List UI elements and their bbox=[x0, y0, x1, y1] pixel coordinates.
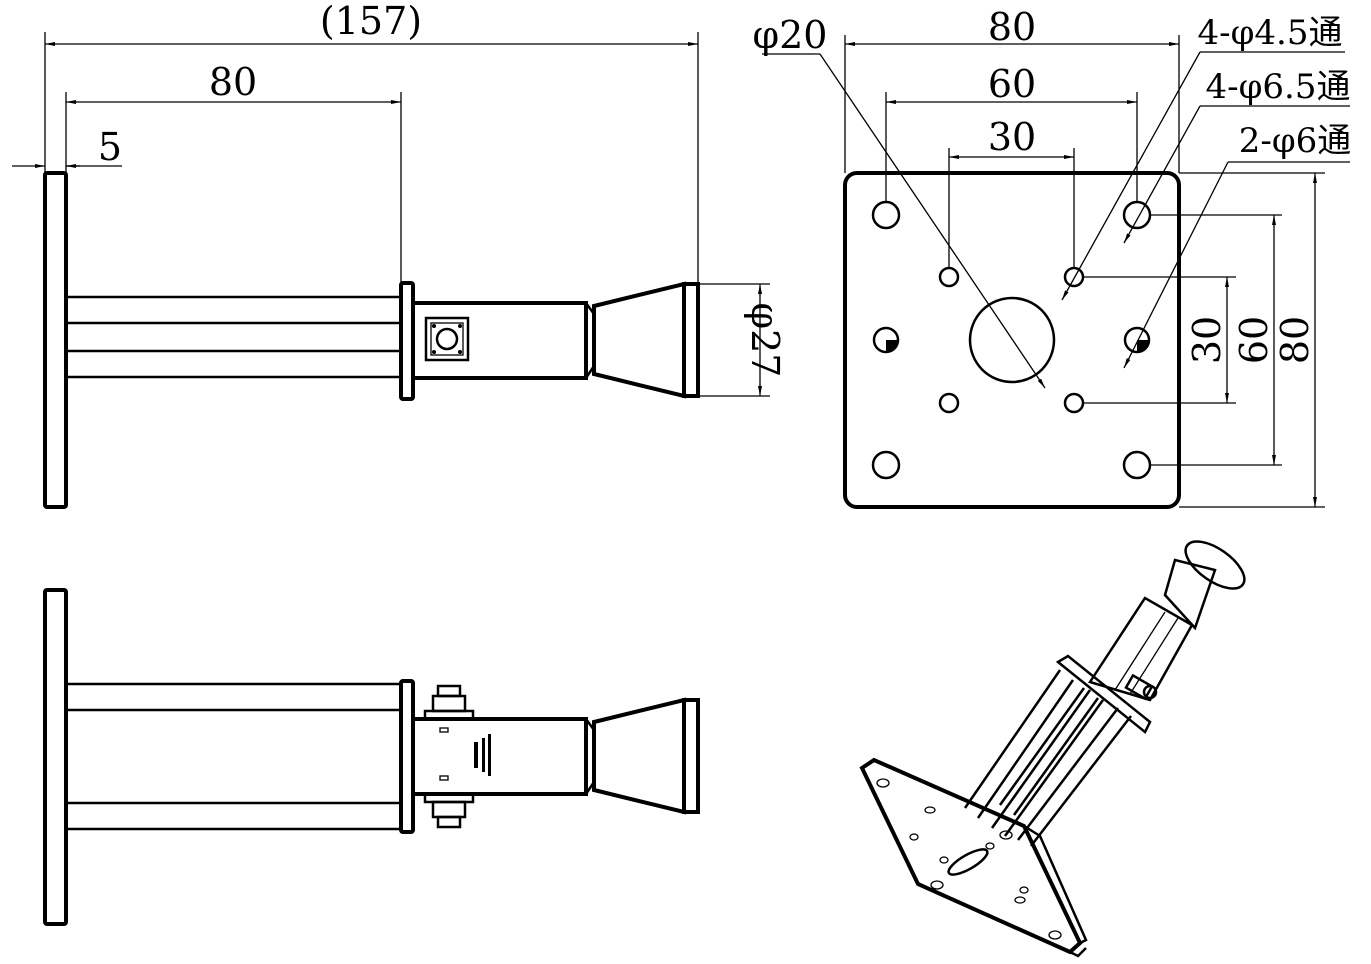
flange-plate bbox=[843, 171, 1181, 509]
label-holes-6-5: 4-φ6.5通 bbox=[1206, 67, 1351, 107]
label-holes-4-5: 4-φ4.5通 bbox=[1198, 13, 1343, 53]
dim-height-inner: 30 bbox=[1185, 316, 1229, 364]
label-center-bore: φ20 bbox=[753, 13, 828, 57]
dim-width-inner: 30 bbox=[988, 115, 1036, 159]
flange-plate bbox=[859, 757, 1088, 958]
hole-6-5 bbox=[1122, 450, 1152, 480]
hole-4-5 bbox=[1063, 392, 1085, 414]
hole-6-5 bbox=[1122, 200, 1152, 230]
connector-icon bbox=[424, 316, 470, 362]
isometric-view bbox=[859, 540, 1246, 958]
dim-horn-diameter: φ27 bbox=[743, 303, 787, 378]
product-label bbox=[439, 727, 491, 781]
waveguide-body bbox=[411, 717, 588, 796]
dim-plate-thickness: 5 bbox=[98, 125, 122, 169]
horn-antenna bbox=[592, 697, 700, 815]
mounting-plate bbox=[43, 171, 68, 509]
clamp-flange bbox=[1055, 654, 1152, 734]
mounting-plate bbox=[43, 588, 68, 926]
dim-tube-length: 80 bbox=[209, 60, 257, 104]
dim-height-mid: 60 bbox=[1232, 316, 1276, 364]
hole-4-5 bbox=[1063, 266, 1085, 288]
dim-width-outer: 80 bbox=[988, 5, 1036, 49]
flange-view: 80 60 30 80 60 30 φ20 4-φ4.5通 4-φ6.5通 bbox=[753, 5, 1352, 509]
connector-icon bbox=[1124, 673, 1158, 701]
connector-icon bbox=[423, 792, 475, 829]
hole-4-5 bbox=[938, 392, 960, 414]
hole-6 bbox=[1123, 326, 1151, 354]
center-bore bbox=[968, 296, 1056, 384]
support-tube bbox=[66, 682, 401, 831]
label-holes-6: 2-φ6通 bbox=[1239, 121, 1352, 161]
hole-6-5 bbox=[871, 200, 901, 230]
horn-antenna bbox=[592, 281, 700, 399]
waveguide-body bbox=[411, 301, 588, 380]
hole-6 bbox=[872, 326, 900, 354]
hole-4-5 bbox=[938, 266, 960, 288]
support-rods bbox=[963, 669, 1132, 847]
horn-antenna bbox=[1163, 540, 1246, 631]
connector-icon bbox=[423, 684, 475, 721]
dim-width-mid: 60 bbox=[988, 62, 1036, 106]
top-view bbox=[43, 588, 700, 926]
hole-6-5 bbox=[871, 450, 901, 480]
support-tube bbox=[66, 295, 401, 379]
side-view: (157) 80 5 φ27 bbox=[12, 0, 787, 509]
dim-overall-length: (157) bbox=[320, 0, 422, 43]
dim-height-outer: 80 bbox=[1273, 316, 1317, 364]
